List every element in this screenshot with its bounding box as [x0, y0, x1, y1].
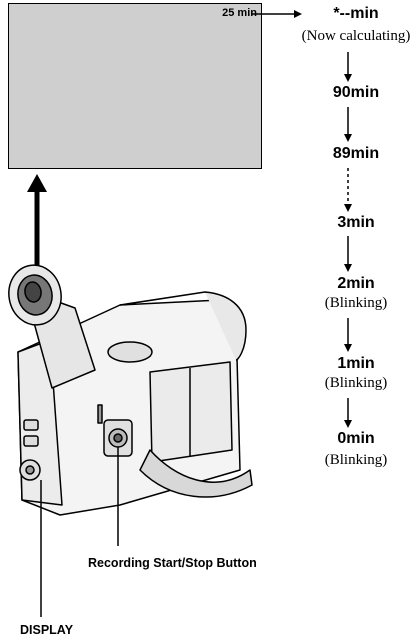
- remaining-time-display: 25 min: [222, 7, 257, 19]
- record-button-label: Recording Start/Stop Button: [88, 556, 257, 570]
- seq-0min-note: (Blinking): [324, 452, 388, 468]
- seq-1min-note: (Blinking): [324, 375, 388, 391]
- seq-89min: 89min: [332, 145, 380, 162]
- seq-calculating-note: (Now calculating): [301, 28, 411, 44]
- display-button-label: DISPLAY: [20, 623, 74, 637]
- seq-2min-note: (Blinking): [324, 295, 388, 311]
- arrow-eyepiece-head: [27, 174, 47, 192]
- eyepiece: [8, 264, 62, 326]
- seq-2min: 2min: [337, 275, 375, 292]
- seq-90min: 90min: [332, 84, 380, 101]
- seq-calculating: *--min: [333, 5, 379, 22]
- seq-1min: 1min: [337, 355, 375, 372]
- seq-3min: 3min: [337, 214, 375, 231]
- viewfinder-screen: 25 min: [8, 3, 262, 169]
- camcorder-illustration: [17, 289, 253, 516]
- seq-0min: 0min: [337, 430, 375, 447]
